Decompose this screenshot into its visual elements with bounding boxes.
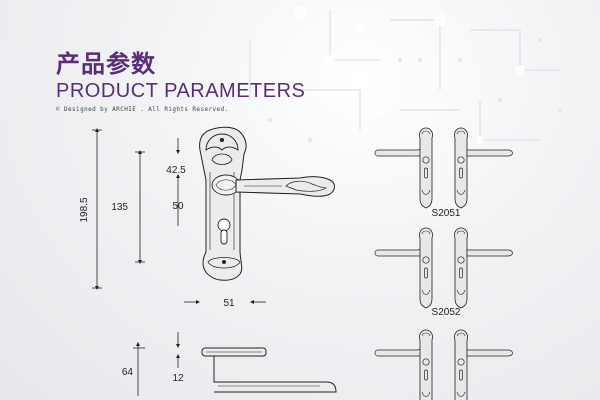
dim-top-offset: 42.5 [166, 165, 186, 176]
dim-handle-to-key: 50 [172, 201, 184, 212]
dim-lever-height: 64 [122, 367, 134, 378]
model-label-S2052: S2052 [432, 307, 461, 318]
title-english: PRODUCT PARAMETERS [56, 80, 306, 102]
dim-plate-thickness: 12 [172, 373, 184, 384]
header: 产品参数 PRODUCT PARAMETERS © Designed by AR… [56, 44, 305, 113]
dim-keyhole-height: 135 [111, 202, 128, 213]
model-S2051-image [374, 127, 513, 209]
model-third-image [374, 329, 513, 400]
model-S2052-image [374, 227, 513, 309]
side-view-lock [201, 347, 337, 393]
dim-overall-height: 198.5 [79, 197, 90, 222]
dim-plate-width: 51 [223, 298, 235, 309]
title-chinese: 产品参数 [56, 50, 156, 78]
dimension-lines [92, 128, 266, 396]
copyright-text: © Designed by ARCHIE . All Rights Reserv… [56, 106, 229, 113]
front-view-lock [199, 126, 335, 281]
model-label-S2051: S2051 [432, 208, 461, 219]
